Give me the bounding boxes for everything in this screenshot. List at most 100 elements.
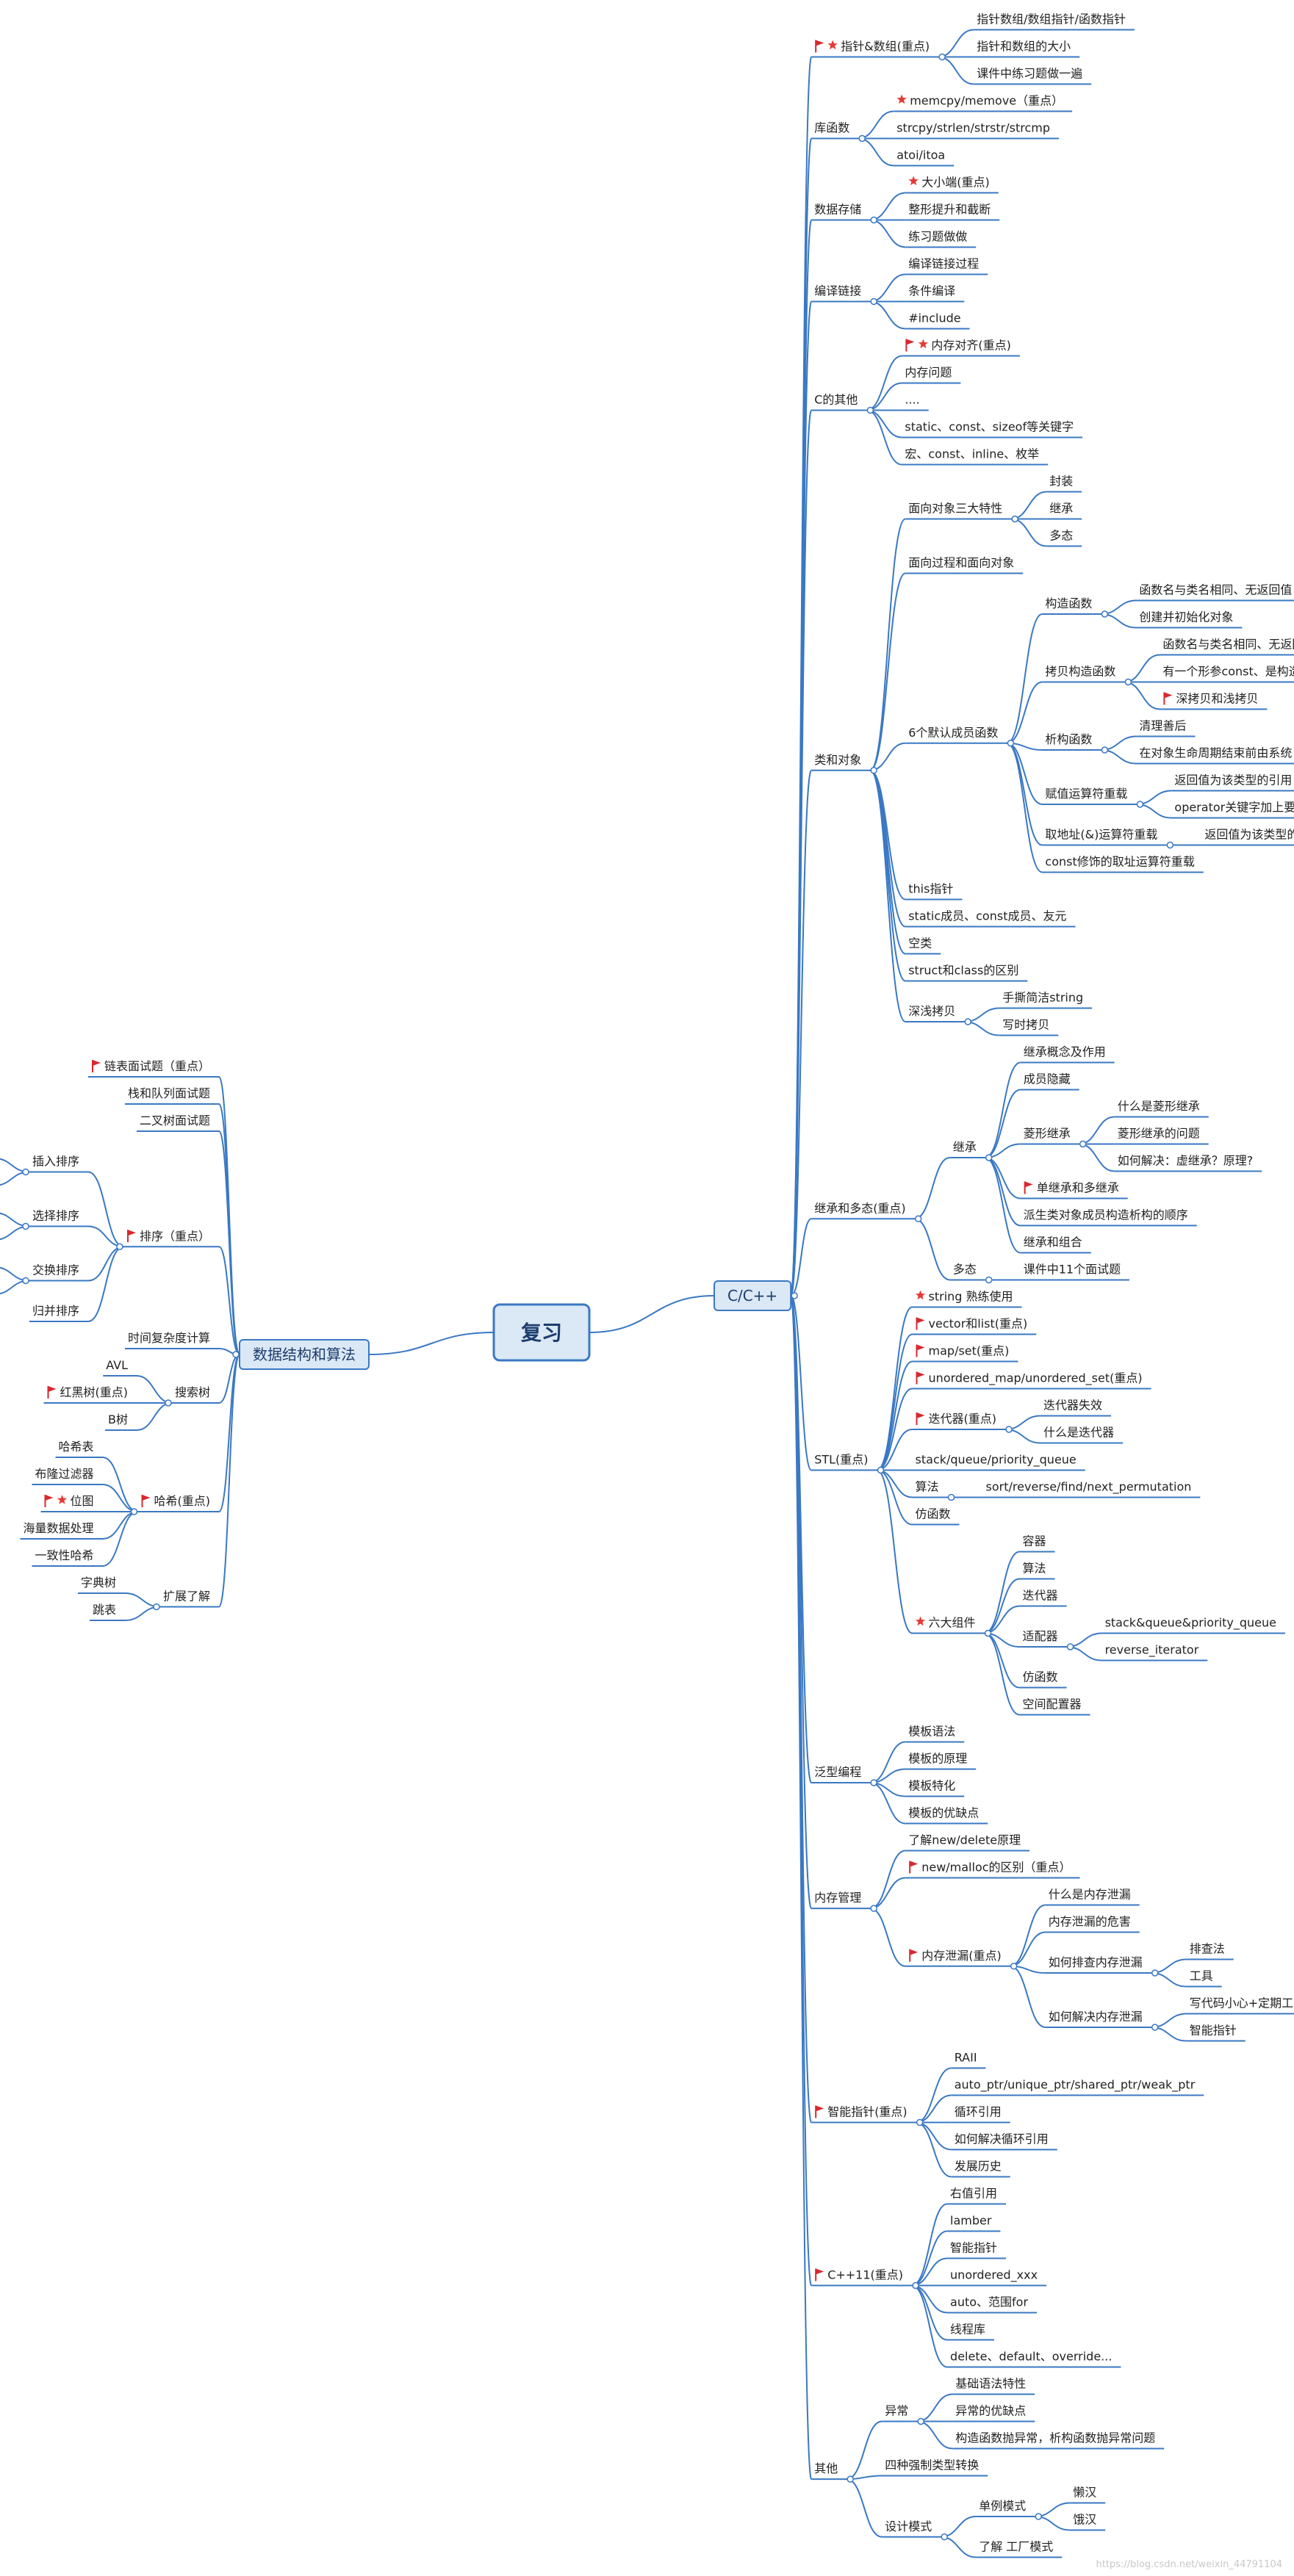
topic-label: operator关键字加上要重载的符号完成 <box>1174 801 1294 815</box>
collapse-toggle[interactable] <box>985 1154 993 1161</box>
topic-label: static、const、sizeof等关键字 <box>905 420 1074 434</box>
collapse-toggle[interactable] <box>1151 1969 1159 1977</box>
topic-label: 选择排序 <box>32 1209 79 1223</box>
collapse-toggle[interactable] <box>1124 678 1132 686</box>
main-branch-box[interactable] <box>714 1280 792 1311</box>
connector <box>911 2284 948 2368</box>
collapse-toggle[interactable] <box>870 216 877 224</box>
collapse-toggle[interactable] <box>1066 1643 1074 1650</box>
topic-label: 多态 <box>1049 529 1073 543</box>
topic-label: 一致性哈希 <box>35 1548 93 1562</box>
collapse-toggle[interactable] <box>1151 2024 1159 2031</box>
collapse-toggle[interactable] <box>1007 740 1015 747</box>
topic-label: 继承和组合 <box>1024 1235 1082 1249</box>
connector <box>846 2420 883 2481</box>
connector <box>218 1246 240 1355</box>
collapse-toggle[interactable] <box>22 1222 29 1230</box>
collapse-toggle[interactable] <box>870 1905 877 1912</box>
collapse-toggle[interactable] <box>947 1493 955 1501</box>
collapse-toggle[interactable] <box>1010 1963 1018 1970</box>
collapse-toggle[interactable] <box>941 2533 948 2541</box>
root-node[interactable]: 复习 <box>492 1303 591 1362</box>
connector <box>916 2094 952 2124</box>
collapse-toggle[interactable] <box>1005 1426 1013 1433</box>
connector <box>218 1130 240 1355</box>
flag-icon <box>1164 692 1173 699</box>
collapse-toggle[interactable] <box>985 1276 993 1284</box>
collapse-toggle[interactable] <box>964 1018 971 1025</box>
topic-label: 异常 <box>885 2404 908 2418</box>
topic-label: 深拷贝和浅拷贝 <box>1176 692 1258 706</box>
connector <box>869 769 906 982</box>
flag-icon <box>916 1344 925 1351</box>
collapse-toggle[interactable] <box>858 134 866 142</box>
connector <box>1124 681 1160 710</box>
topic-label: 设计模式 <box>885 2519 932 2533</box>
collapse-toggle[interactable] <box>870 297 877 306</box>
root-box[interactable] <box>492 1303 591 1362</box>
collapse-toggle[interactable] <box>232 1351 240 1358</box>
collapse-toggle[interactable] <box>1136 801 1144 808</box>
flag-icon <box>910 1861 919 1867</box>
collapse-toggle[interactable] <box>938 53 946 61</box>
connector <box>136 1375 173 1404</box>
topic-label: 了解 工厂模式 <box>979 2540 1053 2554</box>
collapse-toggle[interactable] <box>116 1243 123 1250</box>
connector <box>914 1157 950 1220</box>
collapse-toggle[interactable] <box>984 1629 992 1637</box>
topic-label: 链表面试题（重点） <box>104 1059 210 1073</box>
collapse-toggle[interactable] <box>870 767 877 774</box>
topic-label: 内存对齐(重点) <box>931 339 1011 353</box>
topic-label: 取地址(&)运算符重载 <box>1045 828 1157 842</box>
topic-label: 菱形继承的问题 <box>1118 1127 1200 1141</box>
collapse-toggle[interactable] <box>914 1215 922 1222</box>
topic-label: 排查法 <box>1190 1942 1225 1956</box>
topic-label: 其他 <box>814 2461 838 2475</box>
collapse-toggle[interactable] <box>1166 841 1174 849</box>
connector <box>938 29 974 58</box>
topic-label: 手撕简洁string <box>1002 991 1083 1005</box>
connector <box>102 1511 138 1540</box>
collapse-toggle[interactable] <box>22 1277 29 1285</box>
collapse-toggle[interactable] <box>866 406 874 414</box>
topic-label: reverse_iterator <box>1105 1643 1199 1658</box>
topic-label: 课件中练习题做一遍 <box>977 67 1082 81</box>
topic-label: 构造函数抛异常，析构函数抛异常问题 <box>955 2431 1155 2445</box>
topic-label: 继承概念及作用 <box>1024 1045 1106 1059</box>
topic-label: 析构函数 <box>1045 732 1092 746</box>
main-branch-box[interactable] <box>239 1339 370 1370</box>
collapse-toggle[interactable] <box>1101 746 1109 754</box>
topic-label: 面向过程和面向对象 <box>908 556 1014 570</box>
collapse-toggle[interactable] <box>165 1399 172 1407</box>
collapse-toggle[interactable] <box>912 2281 919 2290</box>
connector <box>869 572 906 771</box>
collapse-toggle[interactable] <box>130 1508 138 1515</box>
topic-label: #include <box>908 311 960 325</box>
collapse-toggle[interactable] <box>1035 2513 1042 2520</box>
flag-icon <box>816 40 824 46</box>
flag-icon <box>916 1371 925 1378</box>
topic-label: map/set(重点) <box>929 1344 1010 1358</box>
topic-label: B树 <box>108 1413 128 1426</box>
connector <box>916 2067 952 2124</box>
topic-label: 空类 <box>908 937 932 950</box>
topic-label: 智能指针 <box>950 2241 997 2255</box>
collapse-toggle[interactable] <box>22 1168 29 1176</box>
collapse-toggle[interactable] <box>870 1779 877 1786</box>
topic-label: 循环引用 <box>955 2105 1002 2119</box>
collapse-toggle[interactable] <box>1079 1140 1087 1148</box>
star-icon <box>908 176 919 186</box>
flag-icon <box>127 1230 136 1236</box>
collapse-toggle[interactable] <box>877 1466 885 1474</box>
collapse-toggle[interactable] <box>1011 515 1018 523</box>
collapse-toggle[interactable] <box>153 1603 160 1611</box>
topic-label: 布隆过滤器 <box>35 1467 93 1481</box>
topic-label: 6个默认成员函数 <box>908 726 998 740</box>
connector <box>218 1354 240 1512</box>
collapse-toggle[interactable] <box>916 2118 924 2126</box>
collapse-toggle[interactable] <box>791 1292 798 1299</box>
topic-label: 迭代器(重点) <box>929 1412 997 1426</box>
collapse-toggle[interactable] <box>917 2417 924 2425</box>
collapse-toggle[interactable] <box>1101 610 1109 618</box>
collapse-toggle[interactable] <box>847 2475 854 2483</box>
